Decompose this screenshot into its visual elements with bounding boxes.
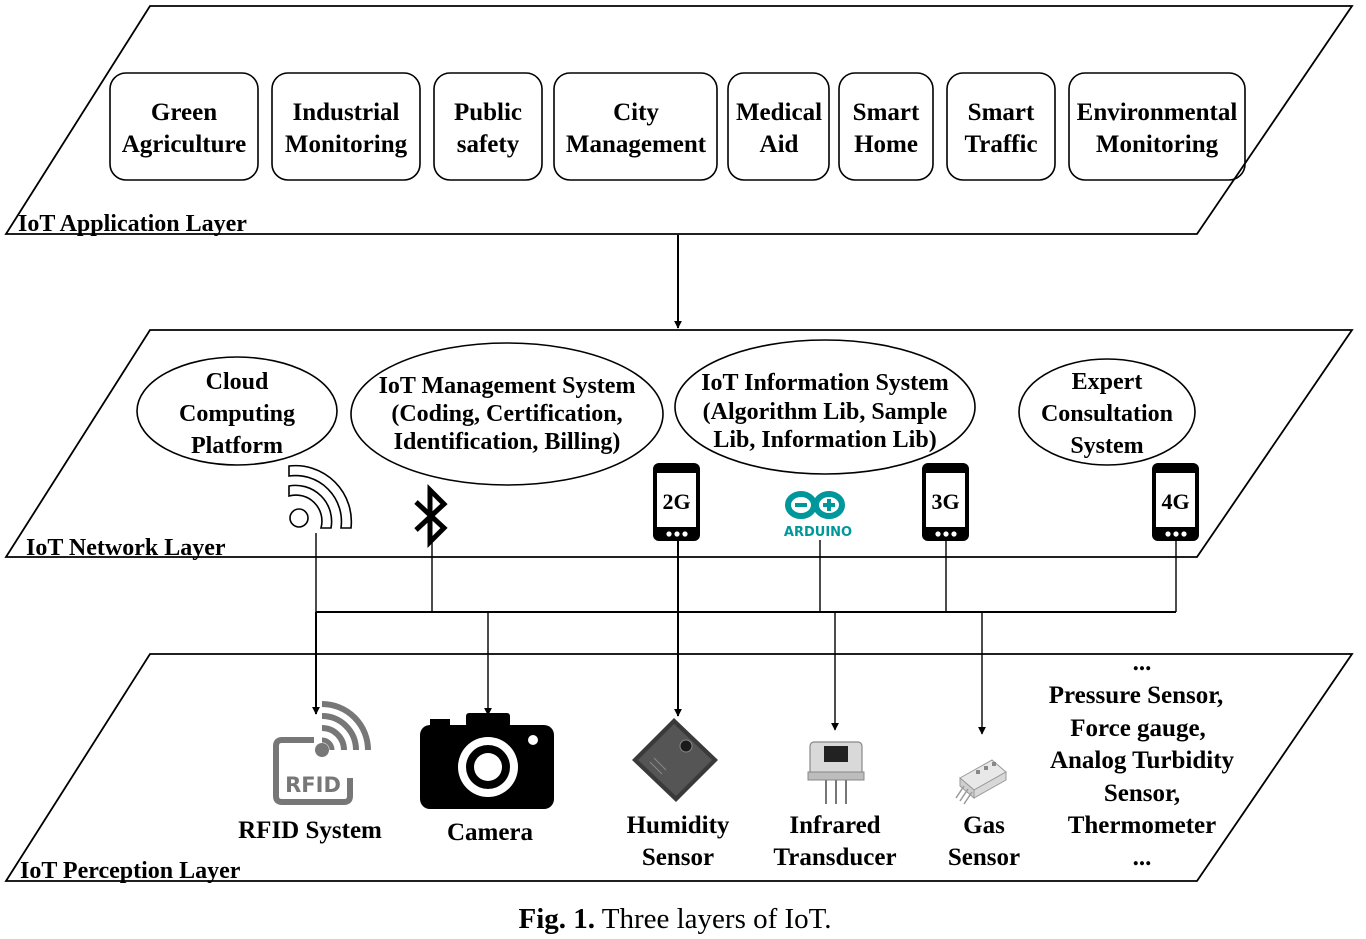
app-box-smart-home: Smart Home xyxy=(838,72,934,181)
oval-line: Expert xyxy=(1072,369,1143,395)
phone-2g-icon: 2G xyxy=(653,463,700,541)
device-label-infrared-1: Infrared xyxy=(789,812,880,839)
arduino-icon: ARDUINO xyxy=(784,491,852,540)
network-layer-label: IoT Network Layer xyxy=(26,535,226,561)
oval-line: Lib, Information Lib) xyxy=(713,427,936,453)
oval-line: IoT Management System xyxy=(379,373,636,399)
oval-line: Consultation xyxy=(1041,401,1173,427)
oval-line: (Coding, Certification, xyxy=(391,401,622,427)
oval-line: System xyxy=(1070,433,1143,459)
wifi-icon xyxy=(288,464,353,529)
app-box-line2: Monitoring xyxy=(285,131,408,158)
phone-4g-icon: 4G xyxy=(1152,463,1199,541)
device-label-camera: Camera xyxy=(447,819,534,846)
other-sensors-list: ... Pressure Sensor, Force gauge, Analog… xyxy=(1049,649,1235,871)
phone-label: 2G xyxy=(662,489,690,514)
other-sensor-line: ... xyxy=(1133,649,1152,676)
device-label-humidity-1: Humidity xyxy=(627,812,730,839)
oval-line: Identification, Billing) xyxy=(394,429,621,455)
app-box-line1: Smart xyxy=(968,99,1035,126)
arduino-logo-text: ARDUINO xyxy=(784,525,852,540)
figure-caption: Fig. 1. Three layers of IoT. xyxy=(519,903,832,935)
application-layer-plane xyxy=(4,5,1354,235)
app-box-smart-traffic: Smart Traffic xyxy=(946,72,1056,181)
app-box-line1: Environmental xyxy=(1077,99,1238,126)
perception-layer-plane xyxy=(4,653,1354,882)
other-sensor-line: Thermometer xyxy=(1068,812,1217,839)
figure-caption-label: Fig. 1. xyxy=(519,903,596,935)
oval-line: (Algorithm Lib, Sample xyxy=(703,399,948,425)
app-box-industrial-monitoring: Industrial Monitoring xyxy=(271,72,421,181)
oval-expert-consultation-system: Expert Consultation System xyxy=(1018,358,1196,466)
app-box-line2: Management xyxy=(566,131,707,158)
application-layer-label: IoT Application Layer xyxy=(18,211,247,237)
oval-line: IoT Information System xyxy=(701,370,949,396)
app-box-line1: Industrial xyxy=(293,99,400,126)
device-label-humidity-2: Sensor xyxy=(642,844,714,871)
app-box-environmental-monitoring: Environmental Monitoring xyxy=(1068,72,1246,181)
app-box-line2: safety xyxy=(457,131,520,158)
infrared-sensor-icon xyxy=(807,741,865,804)
phone-label: 3G xyxy=(931,489,959,514)
app-box-city-management: City Management xyxy=(553,72,718,181)
other-sensor-line: Pressure Sensor, xyxy=(1049,682,1224,709)
app-box-line1: City xyxy=(613,99,659,126)
app-box-line2: Traffic xyxy=(964,131,1037,158)
oval-iot-management-system: IoT Management System (Coding, Certifica… xyxy=(350,342,664,486)
app-box-line2: Home xyxy=(854,131,918,158)
oval-cloud-computing-platform: Cloud Computing Platform xyxy=(136,356,338,466)
rfid-logo-text: RFID xyxy=(285,773,341,797)
oval-iot-information-system: IoT Information System (Algorithm Lib, S… xyxy=(674,339,976,475)
humidity-sensor-icon xyxy=(632,718,718,802)
connection-lines xyxy=(312,533,1177,735)
app-box-line1: Smart xyxy=(853,99,920,126)
app-box-line2: Monitoring xyxy=(1096,131,1219,158)
perception-layer: IoT Perception Layer RFID xyxy=(4,649,1354,884)
gas-sensor-icon xyxy=(955,759,1007,805)
app-box-medical-aid: Medical Aid xyxy=(727,72,830,181)
application-layer: IoT Application Layer Green Agriculture … xyxy=(4,5,1354,237)
phone-3g-icon: 3G xyxy=(922,463,969,541)
other-sensor-line: Analog Turbidity xyxy=(1050,747,1235,774)
app-box-green-agriculture: Green Agriculture xyxy=(109,72,259,181)
other-sensor-line: Force gauge, xyxy=(1070,715,1206,742)
app-box-line1: Green xyxy=(151,99,217,126)
network-layer: IoT Network Layer Cloud Computing Platfo… xyxy=(4,329,1354,561)
device-label-infrared-2: Transducer xyxy=(773,844,896,871)
app-box-public-safety: Public safety xyxy=(433,72,543,181)
camera-icon xyxy=(420,713,554,809)
oval-line: Computing xyxy=(179,401,295,427)
figure-caption-text: Three layers of IoT. xyxy=(595,903,831,935)
other-sensor-line: ... xyxy=(1133,844,1152,871)
app-box-line1: Public xyxy=(454,99,522,126)
perception-layer-label: IoT Perception Layer xyxy=(20,858,241,884)
device-label-gas-1: Gas xyxy=(963,812,1005,839)
device-label-rfid: RFID System xyxy=(238,817,382,844)
oval-line: Cloud xyxy=(206,369,269,395)
rfid-icon: RFID xyxy=(273,701,371,805)
network-layer-plane xyxy=(4,329,1354,558)
app-box-line2: Agriculture xyxy=(122,131,247,158)
phone-label: 4G xyxy=(1161,489,1189,514)
other-sensor-line: Sensor, xyxy=(1104,780,1180,807)
device-label-gas-2: Sensor xyxy=(948,844,1020,871)
app-box-line1: Medical xyxy=(736,99,822,126)
bluetooth-icon xyxy=(414,483,448,549)
oval-line: Platform xyxy=(191,433,283,459)
app-box-line2: Aid xyxy=(760,131,799,158)
